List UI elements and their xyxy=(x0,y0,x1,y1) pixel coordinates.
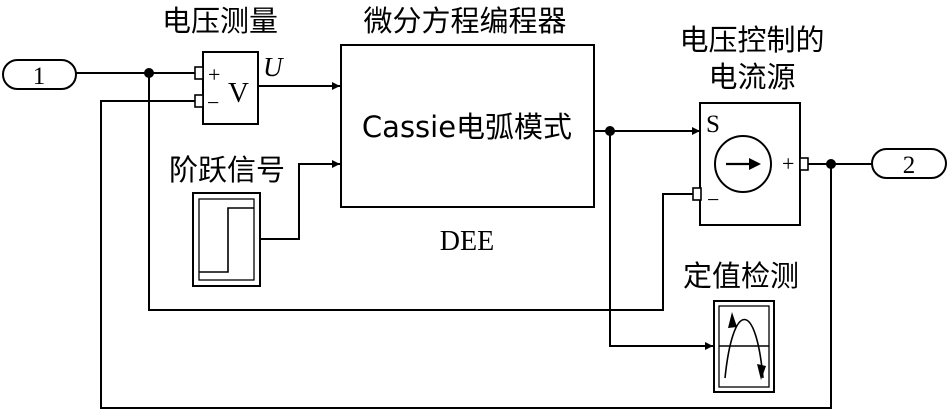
cs-minus-port[interactable] xyxy=(692,187,702,201)
vm-minus-sign: − xyxy=(207,90,219,115)
cs-plus-sign: + xyxy=(782,151,794,176)
inport-1-label: 1 xyxy=(33,63,46,90)
step-icon xyxy=(199,207,254,273)
hit-crossing-block[interactable] xyxy=(713,300,775,393)
current-source-block[interactable]: S + − xyxy=(692,102,809,226)
step-block[interactable] xyxy=(192,192,261,287)
dee-block[interactable]: Cassie电弧模式 xyxy=(340,44,595,208)
vm-minus-port[interactable] xyxy=(194,94,204,108)
cs-signal-port-label: S xyxy=(706,111,720,138)
outport-2-label: 2 xyxy=(903,152,916,179)
wire-in-to-cs-minus[interactable] xyxy=(148,73,693,311)
outport-2[interactable]: 2 xyxy=(871,148,947,179)
wire-out-to-vm-minus[interactable] xyxy=(100,100,832,409)
dee-title: 微分方程编程器 xyxy=(363,4,566,38)
junction-dee-output xyxy=(605,126,615,136)
vm-plus-sign: + xyxy=(208,62,220,87)
hit-arrow-down xyxy=(757,364,766,380)
cs-minus-sign: − xyxy=(707,187,719,212)
dee-content-label: Cassie电弧模式 xyxy=(362,110,572,144)
vm-symbol: V xyxy=(228,77,249,109)
current-source-title-line1: 电压控制的 xyxy=(679,23,824,57)
junction-input xyxy=(144,68,154,78)
hit-arrow-up xyxy=(728,312,737,328)
voltage-measurement-title: 电压测量 xyxy=(162,4,278,38)
cs-plus-port[interactable] xyxy=(799,157,809,171)
hit-crossing-curve xyxy=(724,318,764,379)
step-title: 阶跃信号 xyxy=(169,153,285,187)
current-source-icon xyxy=(714,135,772,193)
dee-caption: DEE xyxy=(440,226,494,257)
signal-u-label: U xyxy=(263,52,284,82)
current-arrow-head xyxy=(749,158,761,170)
hit-crossing-title: 定值检测 xyxy=(683,259,799,293)
vm-plus-port[interactable] xyxy=(194,66,204,80)
wire-dee-to-hit[interactable] xyxy=(609,131,713,350)
current-source-title-line2: 电流源 xyxy=(708,60,795,94)
inport-1[interactable]: 1 xyxy=(2,59,77,90)
wire-step-to-dee[interactable] xyxy=(260,160,340,240)
junction-output xyxy=(826,159,836,169)
voltage-measurement-block[interactable]: + − V xyxy=(194,51,259,125)
